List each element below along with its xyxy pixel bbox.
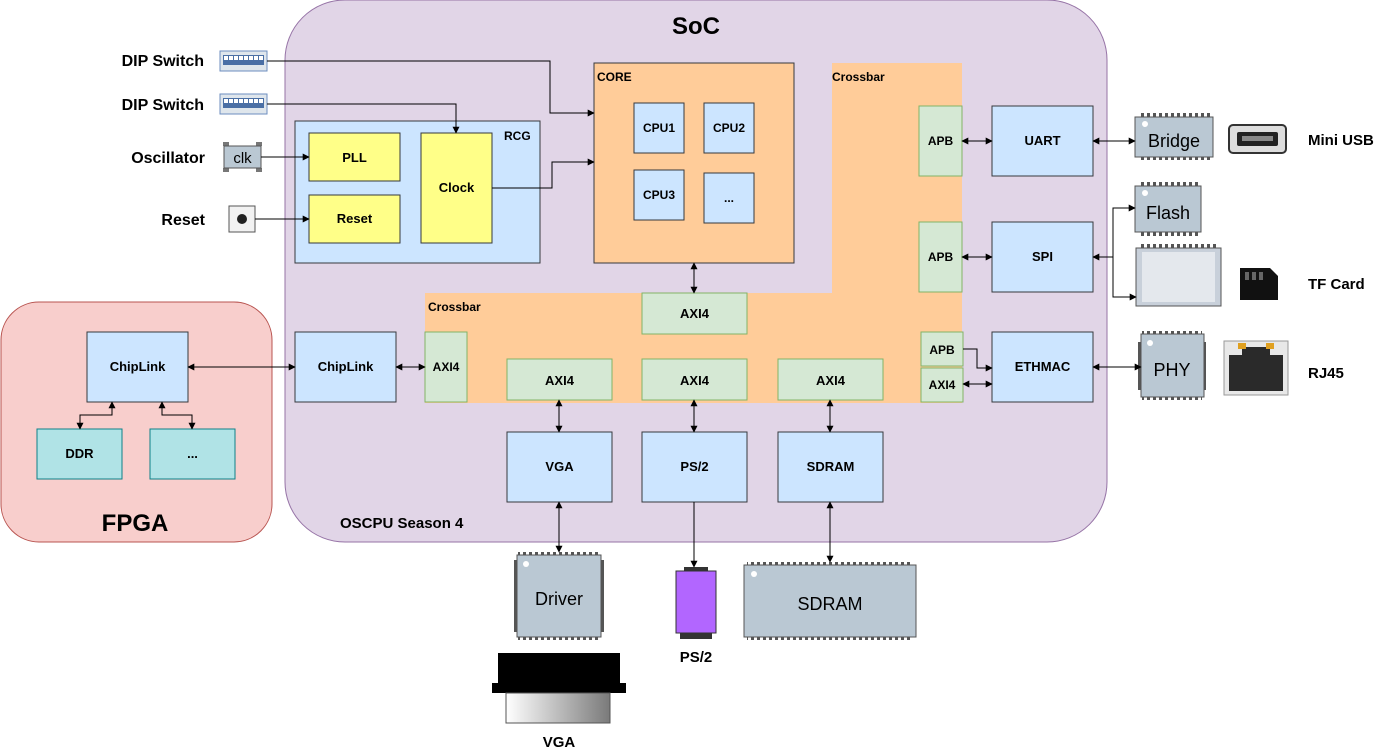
oscillator-label: Oscillator [131, 150, 205, 167]
dip-switch-2-label: DIP Switch [122, 97, 204, 114]
sdram-label: SDRAM [807, 459, 855, 474]
arrow-spi-flash [1112, 204, 1136, 257]
crossbar-top-label: Crossbar [832, 70, 885, 84]
apb-uart-port [918, 105, 963, 177]
fpga-container [0, 301, 273, 543]
ps2-label: PS/2 [680, 459, 708, 474]
cpu3-label: CPU3 [643, 188, 675, 202]
flash-label: Flash [1146, 203, 1190, 223]
apb-spi-port [918, 221, 963, 293]
apb-spi-label: APB [928, 250, 954, 264]
cpu-more-label: ... [724, 191, 734, 205]
axi4-chiplink-port [424, 331, 468, 403]
cpu3-block [633, 169, 685, 221]
ps2-connector-icon [675, 567, 717, 639]
dip-switch-2-icon [219, 93, 268, 115]
dip-switch-1-icon [219, 50, 268, 72]
axi4-eth-port [920, 367, 964, 403]
soc-chiplink-block [294, 331, 397, 403]
reset-input-label: Reset [161, 212, 205, 229]
vga-connector-label: VGA [543, 734, 576, 751]
axi4-chiplink-label: AXI4 [433, 360, 460, 374]
cpu2-label: CPU2 [713, 121, 745, 135]
apb-eth-port [920, 331, 964, 367]
axi4-core-port [641, 292, 748, 335]
axi4-ps2-label: AXI4 [680, 373, 710, 388]
cpu-more-block [703, 172, 755, 224]
axi4-sdram-label: AXI4 [816, 373, 846, 388]
sdram-chip-label: SDRAM [797, 594, 862, 614]
arrow-apb-ethmac [963, 348, 993, 372]
clock-label: Clock [439, 180, 475, 195]
ethmac-block [991, 331, 1094, 403]
oscillator-clk-label: clk [233, 150, 252, 167]
soc-subtitle: OSCPU Season 4 [340, 515, 464, 532]
soc-title: SoC [672, 13, 720, 40]
apb-eth-label: APB [929, 343, 955, 357]
sd-card-icon [1240, 268, 1278, 300]
cpu1-block [633, 102, 685, 154]
flash-chip-icon [1134, 182, 1202, 236]
reset-button-icon [228, 205, 256, 233]
ps2-connector-label: PS/2 [680, 649, 713, 666]
rj45-jack-icon [1223, 340, 1289, 396]
fpga-more-block [149, 428, 236, 480]
fpga-chiplink-label: ChipLink [110, 359, 166, 374]
axi4-vga-label: AXI4 [545, 373, 575, 388]
cpu2-block [703, 102, 755, 154]
uart-block [991, 105, 1094, 177]
axi4-core-label: AXI4 [680, 306, 710, 321]
cpu1-label: CPU1 [643, 121, 675, 135]
rcg-title: RCG [504, 129, 531, 143]
core-block [593, 62, 795, 264]
phy-chip-icon [1138, 331, 1206, 400]
arrow-spi-tfcard [1112, 257, 1137, 301]
pll-block [308, 132, 401, 182]
ethmac-label: ETHMAC [1015, 359, 1071, 374]
rcg-reset-block [308, 194, 401, 244]
driver-label: Driver [535, 589, 583, 609]
pll-label: PLL [342, 150, 367, 165]
axi4-vga-port [506, 358, 613, 401]
soc-chiplink-label: ChipLink [318, 359, 374, 374]
uart-label: UART [1024, 133, 1060, 148]
fpga-more-label: ... [187, 446, 198, 461]
fpga-chiplink-block [86, 331, 189, 403]
rcg-reset-label: Reset [337, 211, 373, 226]
dip-switch-1-label: DIP Switch [122, 53, 204, 70]
sdram-chip-icon [743, 562, 917, 640]
vga-connector-icon [492, 653, 626, 724]
vga-label: VGA [545, 459, 574, 474]
arrow-dip1-core [267, 60, 595, 117]
rj45-label: RJ45 [1308, 365, 1344, 382]
bridge-chip-icon [1134, 113, 1214, 160]
apb-uart-label: APB [928, 134, 954, 148]
axi4-ps2-port [641, 358, 748, 401]
mini-usb-label: Mini USB [1308, 132, 1374, 149]
phy-label: PHY [1153, 360, 1190, 380]
spi-label: SPI [1032, 249, 1053, 264]
arrow-clock-core [492, 158, 595, 189]
crossbar-bottom-label: Crossbar [428, 300, 481, 314]
arrow-dip2-clock [267, 103, 460, 134]
fpga-title: FPGA [102, 510, 169, 537]
tf-card-slot-icon [1135, 244, 1222, 307]
ps2-block [641, 431, 748, 503]
arrow-fpga-chiplink-ddr [76, 401, 116, 430]
tf-card-label: TF Card [1308, 276, 1365, 293]
vga-block [506, 431, 613, 503]
spi-block [991, 221, 1094, 293]
mini-usb-icon [1228, 124, 1287, 154]
core-title: CORE [597, 70, 632, 84]
axi4-eth-label: AXI4 [929, 378, 956, 392]
fpga-ddr-label: DDR [65, 446, 94, 461]
bridge-label: Bridge [1148, 131, 1200, 151]
axi4-sdram-port [777, 358, 884, 401]
oscillator-icon [223, 142, 262, 172]
driver-chip-icon [514, 552, 604, 640]
arrow-fpga-chiplink-more [158, 401, 196, 430]
